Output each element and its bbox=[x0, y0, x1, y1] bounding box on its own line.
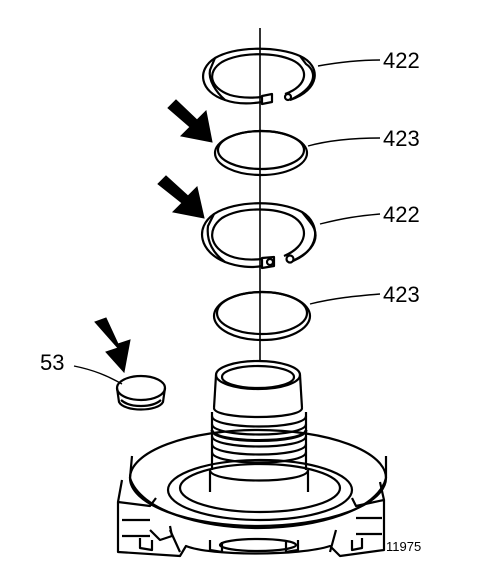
arrow-plug bbox=[94, 317, 131, 374]
snap-ring-upper bbox=[202, 47, 316, 106]
plug bbox=[115, 374, 167, 411]
seal-ring-upper bbox=[213, 129, 309, 177]
callout-423-lower: 423 bbox=[383, 282, 420, 307]
callout-423-upper: 423 bbox=[383, 126, 420, 151]
figure-number: 11975 bbox=[386, 539, 422, 554]
callout-422-lower: 422 bbox=[383, 202, 420, 227]
leader-lines bbox=[73, 59, 381, 385]
callout-53: 53 bbox=[40, 350, 65, 375]
arrow-lower-snap bbox=[157, 175, 205, 219]
snap-ring-lower bbox=[201, 202, 317, 270]
pump-housing bbox=[116, 359, 388, 558]
arrow-upper-seal bbox=[167, 99, 213, 143]
seal-ring-lower bbox=[212, 290, 312, 342]
callout-422-upper: 422 bbox=[383, 48, 420, 73]
